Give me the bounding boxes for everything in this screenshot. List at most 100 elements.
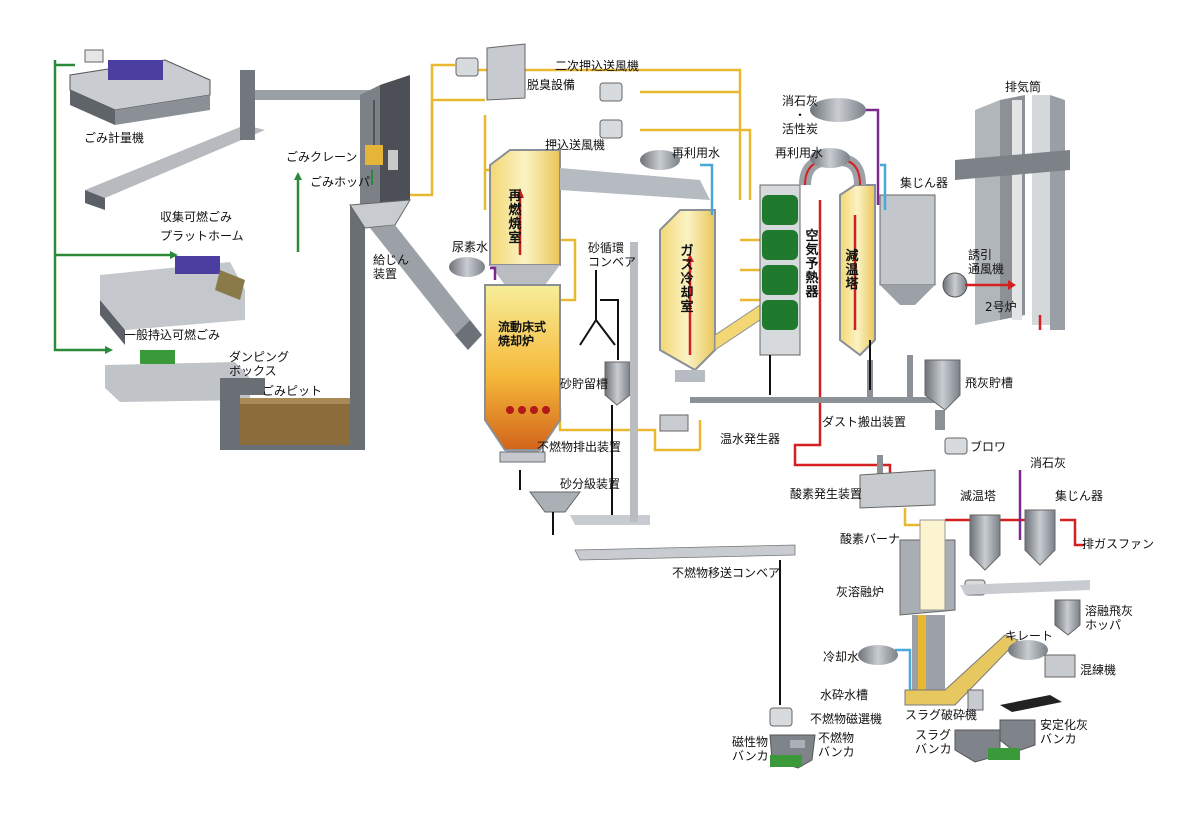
blower-icon [944,437,968,455]
magnetic-separator-icon [769,707,793,727]
fluidized-bed-furnace [484,284,561,451]
incombustible-sorting-area [769,707,816,769]
label-sanso-burner: 酸素バーナ [840,532,901,546]
sand-silo [604,361,631,406]
stabilized-ash-bunker [999,719,1036,753]
bag-filter [879,194,936,286]
cooling-water-tank-icon [858,645,898,665]
crane-bucket-icon [365,145,383,165]
fly-ash-silo [924,359,961,411]
truck-icon-2 [988,748,1020,760]
pickup-truck-icon [140,350,175,364]
label-haiyou-yuro: 灰溶融炉 [836,585,885,599]
hot-water-generator [659,414,689,432]
fluid-bed-nozzles [506,406,550,414]
truck-icon-3 [770,755,802,767]
ash-duct-lines [690,355,940,403]
label-haikitou: 排気筒 [1005,80,1042,94]
label-gomi-keiryoki: ごみ計量機 [84,131,145,145]
label-dasshu-setsubi: 脱臭設備 [527,78,576,92]
combustion-air-lines [410,63,760,452]
label-shosekkai-2: 消石灰 [1030,456,1067,470]
fans-and-tanks [449,43,968,455]
secondary-fan-icon [455,57,479,77]
label-jiseibutsu-bunker: 磁性物 バンカ [732,735,769,763]
secondary-combustion-chamber [489,149,561,266]
stabilized-ash-conveyor [1000,695,1062,712]
label-gomi-pit: ごみピット [262,384,323,398]
label-suna-junkan: 砂循環 コンベア [588,241,637,269]
label-slag-hasaiki: スラグ破砕機 [905,708,978,722]
ash-melting-area [858,455,1090,763]
sand-separator [529,491,581,513]
label-suna-chouryuso: 砂貯留槽 [560,377,609,391]
label-saisho-shitsu: 再燃焼室 [508,189,522,246]
incombustibles-conveyor [574,544,796,561]
label-suna-bunkyu: 砂分級装置 [560,477,621,491]
label-gen-on-to-2: 減温塔 [960,489,997,503]
label-chelate: キレート [1005,629,1054,643]
oxygen-generator [859,469,936,509]
air-preheater [759,184,801,356]
label-nigoro: 2号炉 [985,300,1017,314]
label-yuin-tsufuki: 誘引 通風機 [968,248,1005,276]
chelate-tank-icon [1008,640,1048,660]
label-blower: ブロワ [970,440,1007,454]
label-gomi-hopper: ごみホッパ [310,175,371,189]
label-ryudo-shoukyakuro: 流動床式 焼却炉 [498,320,547,348]
ash-drop-lines [769,340,871,395]
label-sairiyosui-1: 再利用水 [672,146,721,160]
waste-pit-structure [220,205,365,450]
waste-flow-lines [53,60,170,352]
label-funenbutsu-haishutsu: 不燃物排出装置 [537,440,622,454]
label-shujinki: 集じん器 [900,176,949,190]
induced-draft-fan [942,272,968,298]
fan-icon [599,82,623,102]
platform-floor [100,262,245,330]
forced-draft-fan-icon [599,119,623,139]
label-konreki: 混練機 [1080,663,1117,677]
incinerator-block [484,95,1070,705]
kneader-icon [1044,654,1076,678]
water-tank-icon [640,150,680,170]
label-niji-oshikomi: 二次押込送風機 [555,59,640,73]
label-slag-bunker: スラグ バンカ [915,728,952,756]
label-reikyakusui: 冷却水 [823,650,860,664]
label-shujinki-2: 集じん器 [1055,489,1104,503]
slag-conveyor [904,634,1019,706]
label-hibai-chouryu: 飛灰貯槽 [965,376,1014,390]
label-funenbutsu-isou: 不燃物移送コンベア [672,566,781,580]
label-sairiyosui-2: 再利用水 [775,146,824,160]
label-platform: プラットホーム [160,229,244,243]
label-funenbutsu-jisenki: 不燃物磁選機 [810,712,883,726]
label-yuyu-hibai-hopper: 溶融飛灰 ホッパ [1085,604,1134,632]
label-dumping-box: ダンピング ボックス [229,350,290,378]
waste-pit-fill [240,398,350,445]
label-kyujin-sochi: 給じん 装置 [373,253,410,281]
urea-tank-icon [449,257,485,277]
water-lines [700,163,912,690]
label-gas-reikyaku: ガス冷却室 [680,244,694,315]
deodorizer-unit [486,43,526,101]
label-gen-on-to: 減温塔 [845,249,859,292]
collection-truck-icon [175,256,220,274]
label-suisai-suiso: 水砕水槽 [820,688,869,702]
sand-conveyor-lines [519,270,781,705]
label-shosekkai-kasseitan: 消石灰 ・ 活性炭 [782,94,819,136]
stack [955,95,1070,330]
label-anteika-bai: 安定化灰 バンカ [1040,718,1089,746]
label-kuki-yonetsuki: 空気予熱器 [805,229,819,300]
water-tank-icon-2 [810,148,850,168]
access-road [85,125,265,198]
label-hai-gas-fan: 排ガスファン [1082,537,1155,551]
label-funenbutsu-bunker: 不燃物 バンカ [818,731,855,759]
lime-tank-icon [810,98,866,122]
label-shushu-kanen: 収集可燃ごみ [160,210,233,224]
label-oshikomi-sofuki: 押込送風機 [545,138,606,152]
label-nisoui: 尿素水 [452,240,489,254]
label-onsui-hasseiki: 温水発生器 [720,432,781,446]
label-ippan-mochikomi: 一般持込可燃ごみ [124,328,221,342]
waste-receiving-area [53,49,482,450]
label-gomi-crane: ごみクレーン [286,150,358,164]
